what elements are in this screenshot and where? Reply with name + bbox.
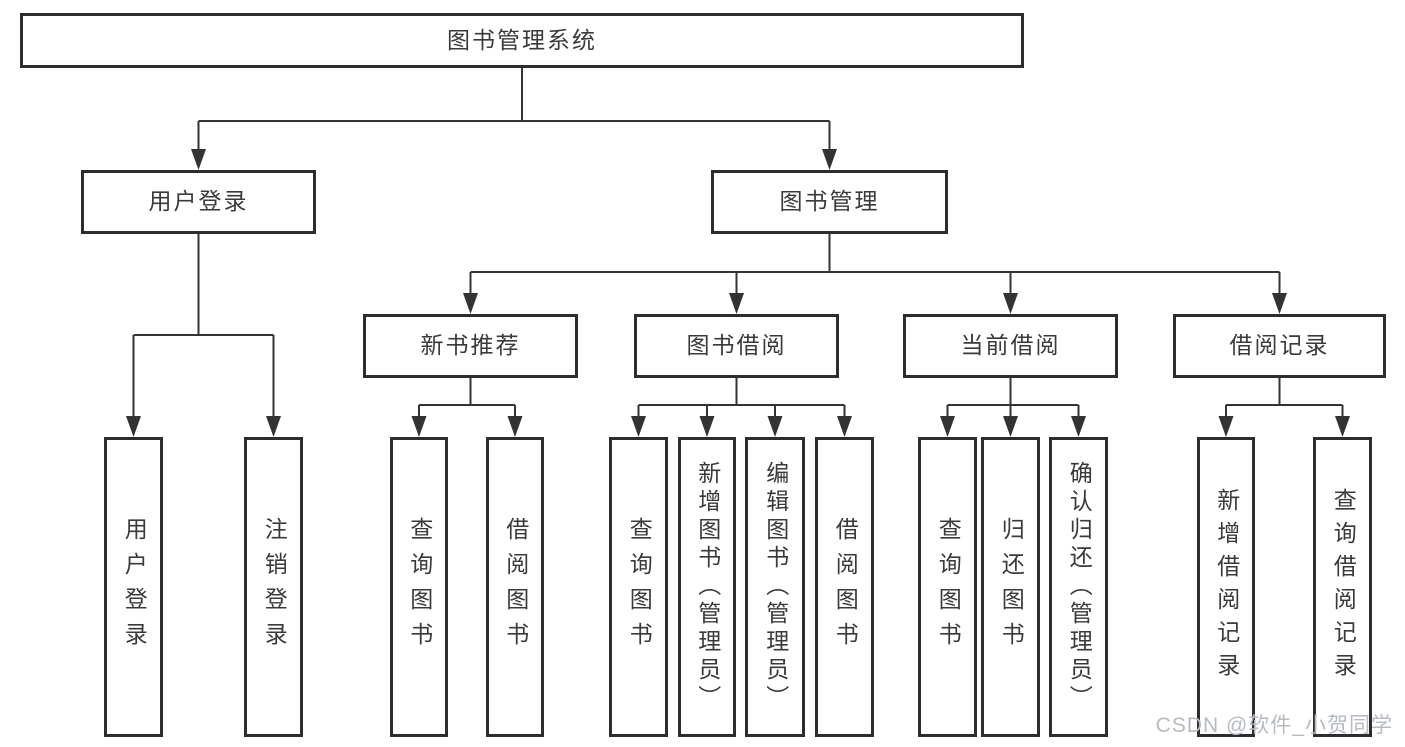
arrow-down-icon xyxy=(1218,416,1234,437)
node-leaf-query-books-2: 查询图书 xyxy=(609,437,668,737)
csdn-watermark: CSDN @软件_小贺同学 xyxy=(1155,714,1393,737)
node-leaf-edit-book-admin: 编辑图书（管理员） xyxy=(745,437,805,737)
node-new-book-recommend-label: 新书推荐 xyxy=(420,332,521,359)
node-leaf-query-borrow-record-label: 查询借阅记录 xyxy=(1330,488,1357,686)
arrow-down-icon xyxy=(266,416,281,437)
node-leaf-user-login-label: 用户登录 xyxy=(121,517,148,657)
node-leaf-query-books-2-label: 查询图书 xyxy=(626,517,653,657)
node-book-borrowing: 图书借阅 xyxy=(634,314,839,378)
node-leaf-add-book-admin-label: 新增图书（管理员） xyxy=(694,461,721,713)
node-new-book-recommend: 新书推荐 xyxy=(363,314,578,378)
node-book-borrowing-label: 图书借阅 xyxy=(686,332,787,359)
node-library-system: 图书管理系统 xyxy=(20,13,1024,68)
arrow-down-icon xyxy=(1335,416,1350,437)
arrow-down-icon xyxy=(940,416,955,437)
node-leaf-return-books: 归还图书 xyxy=(981,437,1040,737)
node-leaf-query-borrow-record: 查询借阅记录 xyxy=(1313,437,1372,737)
node-borrowing-records: 借阅记录 xyxy=(1173,314,1386,378)
connector-path xyxy=(132,68,1344,420)
node-leaf-borrow-books-2: 借阅图书 xyxy=(815,437,874,737)
node-current-borrowing: 当前借阅 xyxy=(903,314,1118,378)
arrow-down-icon xyxy=(729,293,744,314)
arrow-down-icon xyxy=(507,416,523,437)
node-leaf-query-books-1: 查询图书 xyxy=(390,437,448,737)
node-library-system-label: 图书管理系统 xyxy=(447,26,597,53)
node-user-login: 用户登录 xyxy=(81,170,316,234)
arrow-down-icon xyxy=(126,416,141,437)
node-current-borrowing-label: 当前借阅 xyxy=(960,332,1061,359)
arrow-down-icon xyxy=(463,293,478,314)
node-leaf-add-borrow-record-label: 新增借阅记录 xyxy=(1213,488,1240,686)
arrow-down-icon xyxy=(837,416,852,437)
node-book-management: 图书管理 xyxy=(711,170,948,234)
arrow-down-icon xyxy=(631,416,646,437)
node-leaf-edit-book-admin-label: 编辑图书（管理员） xyxy=(762,461,789,713)
node-leaf-confirm-return-admin-label: 确认归还（管理员） xyxy=(1066,461,1093,713)
node-leaf-query-books-3: 查询图书 xyxy=(918,437,977,737)
node-leaf-add-book-admin: 新增图书（管理员） xyxy=(678,437,736,737)
node-user-login-label: 用户登录 xyxy=(148,188,249,215)
arrow-down-icon xyxy=(1071,416,1086,437)
node-leaf-add-borrow-record: 新增借阅记录 xyxy=(1197,437,1255,737)
arrow-down-icon xyxy=(1003,416,1018,437)
node-book-management-label: 图书管理 xyxy=(779,188,880,215)
node-leaf-user-login: 用户登录 xyxy=(104,437,163,737)
node-borrowing-records-label: 借阅记录 xyxy=(1229,332,1330,359)
arrow-down-icon xyxy=(822,149,837,170)
arrow-down-icon xyxy=(411,416,427,437)
node-leaf-logout: 注销登录 xyxy=(244,437,303,737)
arrow-down-icon xyxy=(191,149,206,170)
node-leaf-borrow-books-1: 借阅图书 xyxy=(486,437,544,737)
arrow-down-icon xyxy=(1272,293,1287,314)
arrow-down-icon xyxy=(699,416,715,437)
node-leaf-confirm-return-admin: 确认归还（管理员） xyxy=(1049,437,1108,737)
node-leaf-borrow-books-2-label: 借阅图书 xyxy=(832,517,859,657)
node-leaf-query-books-3-label: 查询图书 xyxy=(935,517,962,657)
node-leaf-return-books-label: 归还图书 xyxy=(998,517,1025,657)
arrow-down-icon xyxy=(1003,293,1018,314)
arrow-down-icon xyxy=(767,416,783,437)
node-leaf-borrow-books-1-label: 借阅图书 xyxy=(502,517,529,657)
node-leaf-logout-label: 注销登录 xyxy=(261,517,288,657)
node-leaf-query-books-1-label: 查询图书 xyxy=(406,517,433,657)
